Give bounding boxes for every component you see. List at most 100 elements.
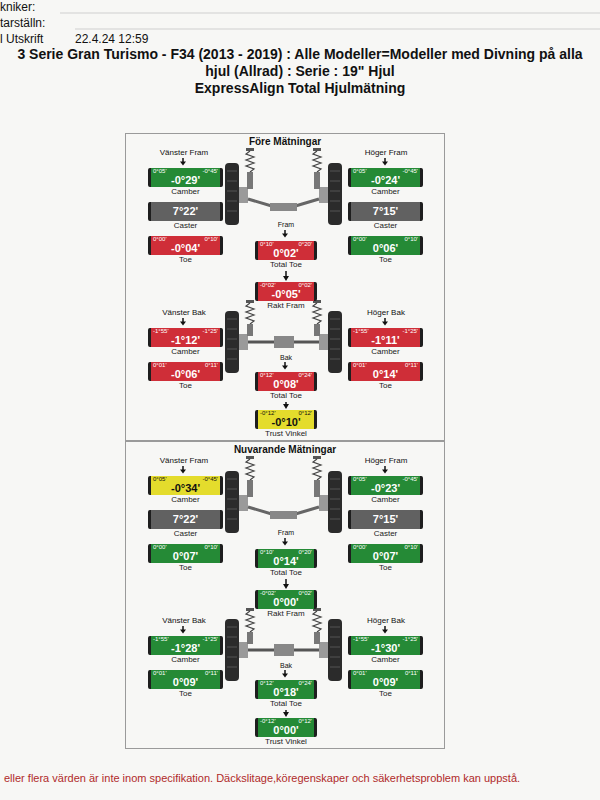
- value-bar: 0°00'0°06'0°10': [348, 236, 423, 255]
- value-bar: 7°22': [148, 510, 223, 529]
- value-bar: 0°05'-0°34'-0°45': [148, 476, 223, 495]
- value-bar: -0°12'0°00'0°12': [255, 718, 317, 737]
- subtitle-text: ExpressAlign Total Hjulmätning: [5, 80, 595, 97]
- value-bar: -0°02'-0°05'0°02': [255, 282, 317, 301]
- measured-value: -0°04': [151, 242, 220, 255]
- range-max: -1°25': [202, 328, 218, 335]
- wheel-heading: Fram: [256, 220, 316, 229]
- connector-arrow: [283, 402, 289, 409]
- panel-heading: Före Mätningar: [126, 134, 444, 148]
- value-box: 0°05'-0°24'-0°45'Camber: [348, 168, 423, 197]
- value-box: 7°15'Caster: [348, 202, 423, 231]
- value-box: -1°55'-1°30'-1°25'Camber: [348, 636, 423, 665]
- range-max: -1°25': [402, 636, 418, 643]
- connector-arrow: [283, 579, 289, 589]
- value-box: 0°05'-0°29'-0°45'Camber: [148, 168, 223, 197]
- range-min: 0°05': [353, 168, 367, 175]
- connector-arrow: [283, 710, 289, 717]
- value-bar: 0°00'0°07'0°10': [348, 544, 423, 563]
- value-bar: 0°12'0°18'0°24': [255, 680, 317, 699]
- header-field: kniker:: [0, 0, 200, 14]
- value-bar: 0°05'-0°23'-0°45': [348, 476, 423, 495]
- measure-label: Toe: [148, 563, 223, 573]
- value-bar: -1°55'-1°11'-1°25': [348, 328, 423, 347]
- measured-value: 0°07': [151, 550, 220, 563]
- warning-caption: eller flera värden är inte inom specifik…: [4, 772, 596, 785]
- value-bar: -1°55'-1°28'-1°25': [148, 636, 223, 655]
- measured-value: -0°06': [151, 368, 220, 381]
- measure-label: Caster: [148, 529, 223, 539]
- value-box: 0°12'0°08'0°24'Total Toe: [255, 372, 317, 401]
- value-box: -0°02'-0°05'0°02'Rakt Fram: [255, 282, 317, 311]
- measurement-panel: Före Mätningar0°05'-0°29'-0°45'Camber7°2…: [125, 133, 445, 441]
- arrow-head: [283, 584, 289, 589]
- measured-value: 0°09': [351, 676, 420, 689]
- range-min: -1°55': [353, 636, 369, 643]
- value-bar: -1°55'-1°30'-1°25': [348, 636, 423, 655]
- value-box: 0°10'0°02'0°20'Total Toe: [255, 241, 317, 270]
- value-bar: -1°55'-1°12'-1°25': [148, 328, 223, 347]
- range-min: -0°12': [260, 410, 276, 417]
- range-max: 0°12': [298, 410, 312, 417]
- measure-label: Toe: [348, 563, 423, 573]
- wheel-heading: Höger Bak: [346, 308, 426, 318]
- value-box: 7°15'Caster: [348, 510, 423, 539]
- value-bar: 0°05'-0°29'-0°45': [148, 168, 223, 187]
- value-box: -1°55'-1°12'-1°25'Camber: [148, 328, 223, 357]
- measure-label: Camber: [348, 347, 423, 357]
- measure-label: Total Toe: [255, 568, 317, 578]
- wheel-heading: Höger Fram: [346, 456, 426, 466]
- range-min: -1°55': [153, 328, 169, 335]
- value-bar: 0°01'0°14'0°11': [348, 362, 423, 381]
- panel-heading: Nuvarande Mätningar: [126, 442, 444, 456]
- range-max: 0°10': [404, 544, 418, 551]
- measured-value: 7°15': [351, 202, 420, 221]
- measured-value: 7°15': [351, 510, 420, 529]
- value-bar: 7°15': [348, 510, 423, 529]
- range-min: 0°00': [353, 544, 367, 551]
- value-bar: 0°01'-0°06'0°11': [148, 362, 223, 381]
- range-min: -0°12': [260, 718, 276, 725]
- range-max: 0°12': [298, 718, 312, 725]
- value-bar: 0°01'0°09'0°11': [348, 670, 423, 689]
- value-box: 0°00'0°07'0°10'Toe: [148, 544, 223, 573]
- range-min: 0°05': [353, 476, 367, 483]
- wheel-heading: Vänster Bak: [146, 616, 222, 626]
- wheel-heading: Vänster Fram: [146, 148, 222, 158]
- range-min: 0°00': [153, 236, 167, 243]
- range-max: 0°20': [298, 241, 312, 248]
- title-block: 3 Serie Gran Turismo - F34 (2013 - 2019)…: [5, 46, 595, 97]
- value-box: 0°05'-0°23'-0°45'Camber: [348, 476, 423, 505]
- range-max: 0°24': [298, 372, 312, 379]
- value-box: 0°05'-0°34'-0°45'Camber: [148, 476, 223, 505]
- range-max: -1°25': [202, 636, 218, 643]
- value-bar: 0°00'0°07'0°10': [148, 544, 223, 563]
- range-max: 0°20': [298, 549, 312, 556]
- arrow-head: [283, 276, 289, 281]
- measured-value: 0°00': [258, 596, 314, 609]
- value-box: 0°01'0°09'0°11'Toe: [148, 670, 223, 699]
- value-bar: -0°12'-0°10'0°12': [255, 410, 317, 429]
- range-min: 0°01': [153, 670, 167, 677]
- value-box: -0°12'0°00'0°12'Trust Vinkel: [255, 718, 317, 747]
- value-box: 0°01'0°09'0°11'Toe: [348, 670, 423, 699]
- measured-value: 0°09': [151, 676, 220, 689]
- range-min: 0°05': [153, 476, 167, 483]
- measure-label: Camber: [148, 187, 223, 197]
- range-max: 0°11': [205, 362, 218, 369]
- measured-value: -0°24': [351, 174, 420, 187]
- measure-label: Caster: [348, 221, 423, 231]
- measure-label: Total Toe: [255, 260, 317, 270]
- measured-value: -0°10': [258, 416, 314, 429]
- value-box: -0°12'-0°10'0°12'Trust Vinkel: [255, 410, 317, 439]
- range-min: -0°02': [260, 282, 276, 289]
- value-bar: 0°12'0°08'0°24': [255, 372, 317, 391]
- measure-label: Caster: [148, 221, 223, 231]
- range-max: 0°10': [204, 236, 218, 243]
- wheel-heading: Vänster Fram: [146, 456, 222, 466]
- measure-label: Toe: [348, 255, 423, 265]
- measurement-panel: Nuvarande Mätningar 0°05'-0°34'-0°45'Camb…: [125, 441, 445, 749]
- range-min: 0°01': [153, 362, 167, 369]
- measured-value: 0°02': [258, 247, 314, 260]
